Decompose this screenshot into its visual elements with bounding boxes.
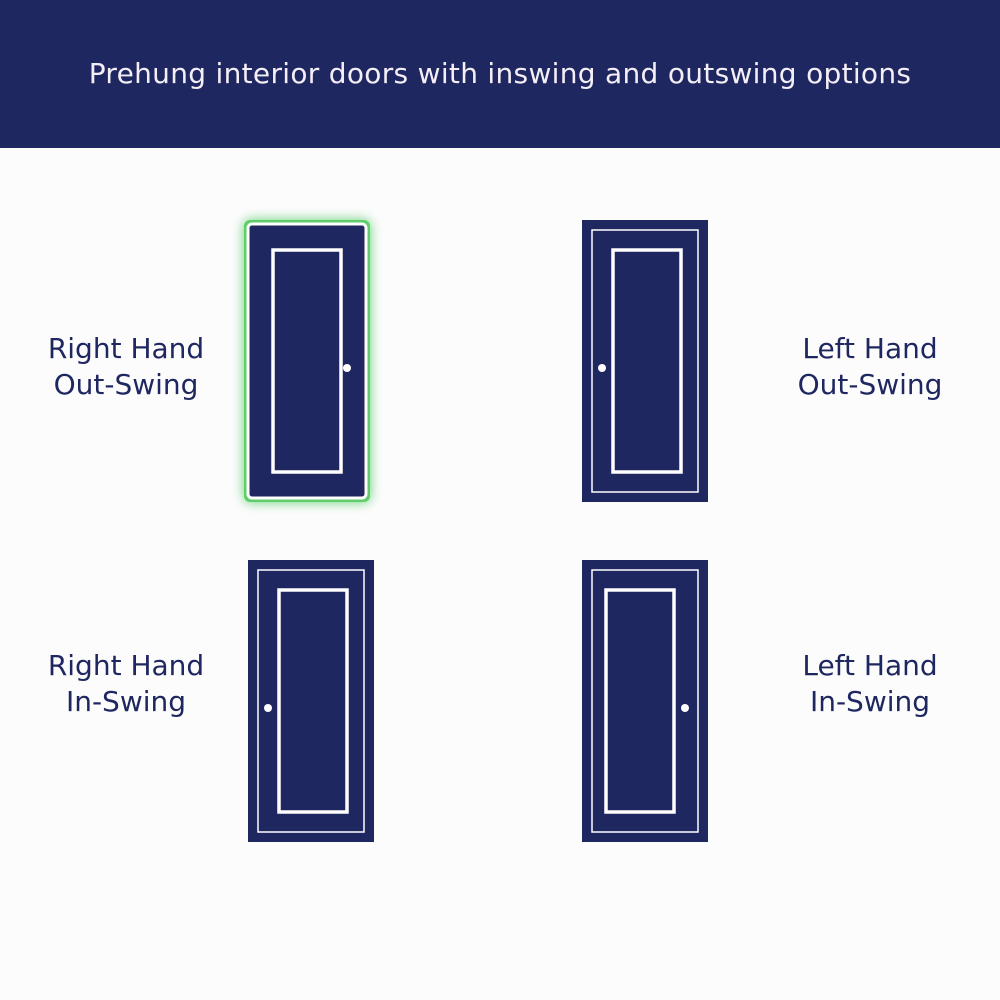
door-left-hand-out-swing xyxy=(582,220,708,502)
label-line-1: Right Hand xyxy=(47,332,205,365)
door-right-hand-out-swing xyxy=(244,220,370,502)
door-panel xyxy=(277,588,349,814)
label-line-1: Left Hand xyxy=(802,332,938,365)
label-line-2: In-Swing xyxy=(809,685,931,718)
label-line-1: Right Hand xyxy=(47,649,205,682)
door-frame xyxy=(246,222,368,500)
door-icon xyxy=(582,220,708,502)
page-title: Prehung interior doors with inswing and … xyxy=(88,56,912,90)
door-right-hand-in-swing xyxy=(248,560,374,842)
header-banner: Prehung interior doors with inswing and … xyxy=(0,0,1000,148)
door-icon xyxy=(244,220,370,502)
door-slab-outline xyxy=(591,229,699,493)
door-panel xyxy=(271,248,343,474)
door-left-hand-in-swing xyxy=(582,560,708,842)
doorknob-icon xyxy=(264,704,272,712)
doorknob-icon xyxy=(681,704,689,712)
door-slab-outline xyxy=(591,569,699,833)
label-left-hand-out-swing: Left Hand Out-Swing xyxy=(745,331,995,403)
label-line-2: In-Swing xyxy=(65,685,187,718)
door-frame xyxy=(582,560,708,842)
door-panel xyxy=(611,248,683,474)
label-line-1: Left Hand xyxy=(802,649,938,682)
door-slab-outline xyxy=(257,569,365,833)
doorknob-icon xyxy=(343,364,351,372)
label-left-hand-in-swing: Left Hand In-Swing xyxy=(745,648,995,720)
door-icon xyxy=(582,560,708,842)
label-right-hand-out-swing: Right Hand Out-Swing xyxy=(1,331,251,403)
door-icon xyxy=(248,560,374,842)
door-frame xyxy=(582,220,708,502)
label-right-hand-in-swing: Right Hand In-Swing xyxy=(1,648,251,720)
label-line-2: Out-Swing xyxy=(797,368,943,401)
door-panel xyxy=(604,588,676,814)
doorknob-icon xyxy=(598,364,606,372)
door-frame xyxy=(248,560,374,842)
label-line-2: Out-Swing xyxy=(53,368,199,401)
